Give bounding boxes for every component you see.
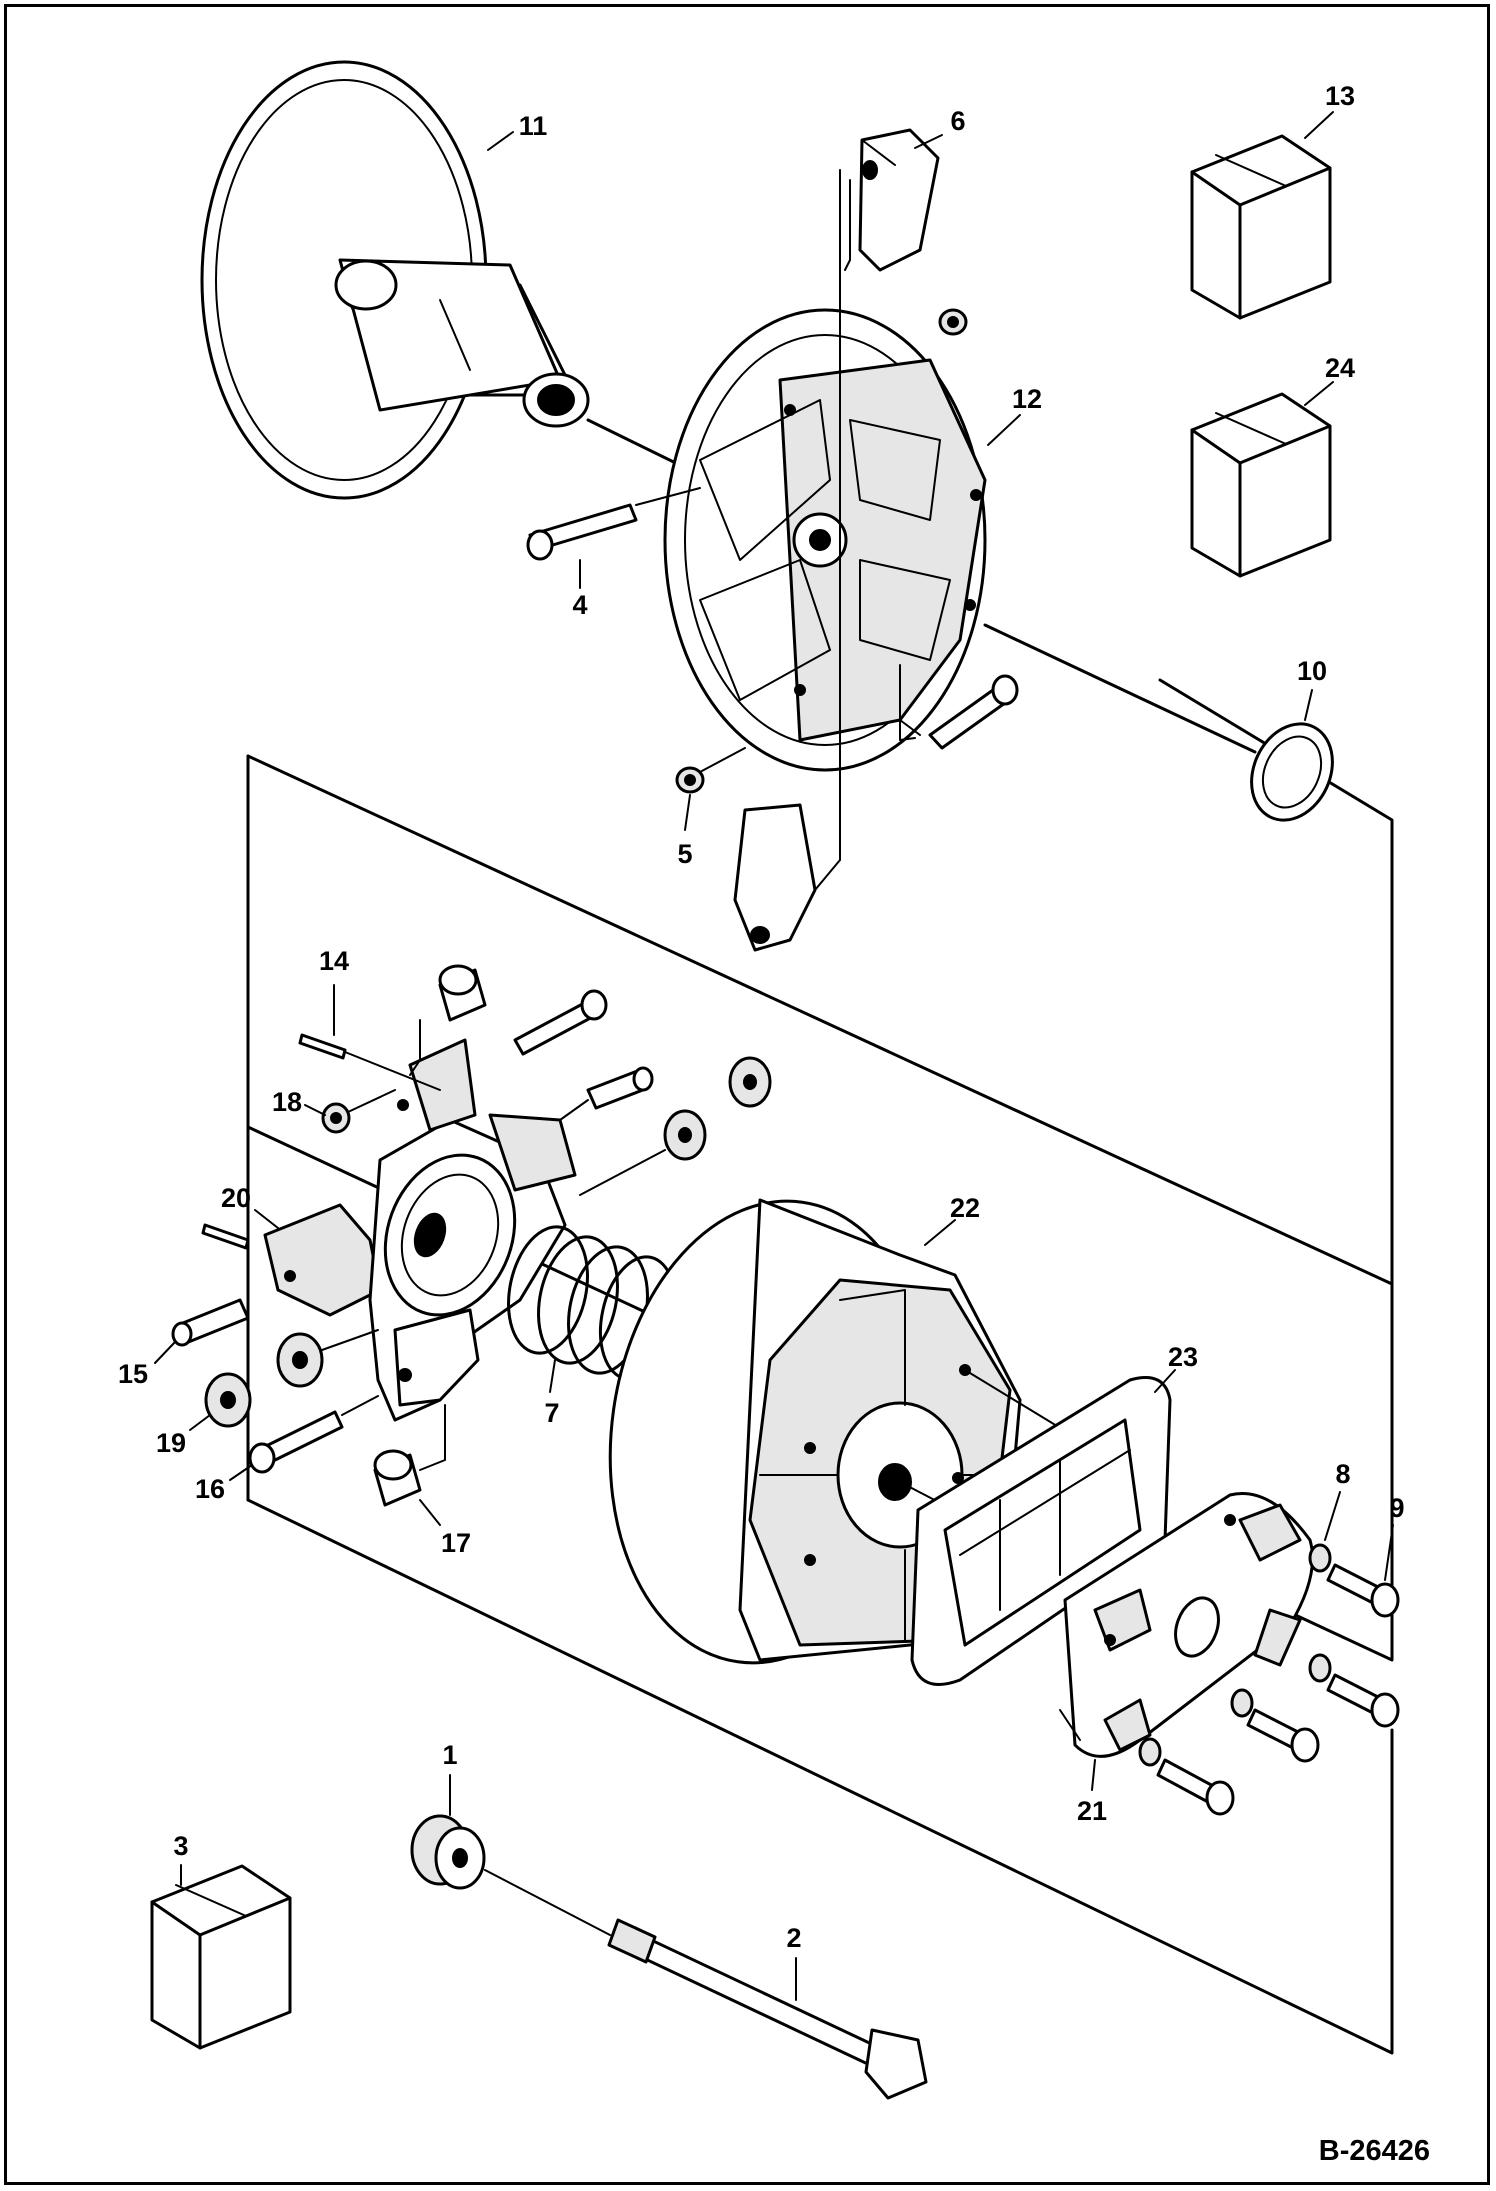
part-17-bushing (373, 1404, 446, 1507)
callout-16: 16 (195, 1474, 225, 1504)
part-6-weight-upper (839, 128, 940, 621)
weight-lower (733, 619, 841, 952)
callout-5: 5 (677, 839, 692, 869)
part-15-pin (171, 1298, 250, 1347)
part-20-spider (263, 1038, 577, 1422)
callout-24: 24 (1325, 353, 1355, 383)
callout-4: 4 (572, 590, 587, 620)
part-1-washer (410, 1814, 611, 1936)
callout-23: 23 (1168, 1342, 1198, 1372)
document-number: B-26426 (1319, 2135, 1430, 2167)
callout-11: 11 (519, 111, 548, 141)
part-13-kit-box (1190, 134, 1332, 320)
callout-2: 2 (786, 1923, 801, 1953)
callout-6: 6 (950, 106, 965, 136)
part-23-gasket (910, 1376, 1172, 1686)
part-11-fixed-sheave (200, 60, 692, 500)
part-9-bolt (1156, 1563, 1400, 1816)
callout-18: 18 (272, 1087, 302, 1117)
part-10-o-ring (983, 623, 1334, 822)
part-21-cover-plate (1059, 1492, 1314, 1758)
callout-21: 21 (1077, 1796, 1107, 1826)
part-16-bolt (248, 1395, 379, 1474)
part-3-kit-box (150, 1864, 292, 2050)
part-8-washer (1138, 1543, 1332, 1767)
callout-13: 13 (1325, 81, 1355, 111)
part-7-spring (507, 1225, 677, 1381)
callout-10: 10 (1297, 656, 1327, 686)
roller-pin-top (409, 964, 487, 1076)
callout-15: 15 (118, 1359, 148, 1389)
callout-1: 1 (442, 1740, 457, 1770)
bolt-right (899, 674, 1019, 750)
part-12-movable-sheave (663, 308, 987, 772)
callout-9: 9 (1389, 1493, 1404, 1523)
callout-12: 12 (1012, 384, 1042, 414)
callout-labels: 1 2 3 4 5 6 7 8 9 10 11 12 13 14 15 16 1… (118, 81, 1405, 1953)
callout-20: 20 (221, 1183, 251, 1213)
callout-22: 22 (950, 1193, 980, 1223)
part-14-pin (201, 1033, 441, 1250)
leader-lines (154, 111, 1394, 2001)
bolt-top (513, 989, 608, 1056)
part-2-bolt (607, 1918, 928, 2100)
part-4-bolt (526, 487, 701, 561)
part-19-roller (204, 1329, 379, 1428)
callout-17: 17 (441, 1528, 471, 1558)
callout-14: 14 (319, 946, 349, 976)
callout-3: 3 (173, 1831, 188, 1861)
part-18-nut (321, 1089, 396, 1134)
callout-19: 19 (156, 1428, 186, 1458)
part-24-kit-box (1190, 392, 1332, 578)
part-5-nut (675, 308, 968, 794)
pin-middle (559, 1066, 654, 1121)
callout-8: 8 (1335, 1459, 1350, 1489)
callout-7: 7 (544, 1398, 559, 1428)
roller-top-pair (579, 1056, 772, 1196)
